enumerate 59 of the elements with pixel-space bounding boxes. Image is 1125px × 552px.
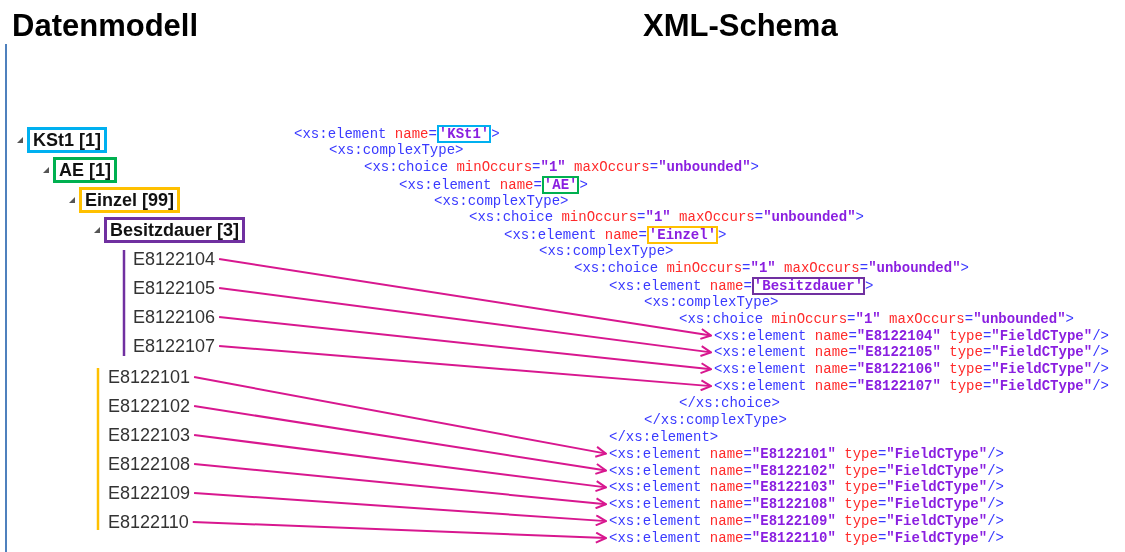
tree-item: E8122102: [108, 395, 191, 417]
tree-item: E8122105: [133, 277, 216, 299]
arrow: [218, 316, 712, 375]
code-text: <xs:complexType>: [644, 293, 779, 310]
heading: XML-Schema: [643, 8, 838, 44]
arrow: [218, 287, 712, 358]
tree-item: E8122107: [133, 335, 216, 357]
code-text: <xs:choice minOccurs="1" maxOccurs="unbounded">: [364, 158, 759, 175]
tree-item: E8122109: [108, 482, 191, 504]
code-text: >: [491, 126, 500, 142]
highlighted-tree-item: KSt1 [1]: [27, 127, 107, 153]
tree-item: E8122101: [108, 366, 191, 388]
tree-item: E8122108: [108, 453, 191, 475]
code-text: <xs:element name=: [609, 277, 752, 294]
heading: Datenmodell: [12, 8, 199, 44]
arrow: [218, 345, 712, 392]
code-text: </xs:choice>: [679, 395, 780, 411]
code-text: <xs:element name=: [399, 176, 542, 193]
code-text: >: [865, 277, 874, 294]
code-line: <xs:element name="E8122102" type="FieldCType"/>: [609, 462, 1004, 479]
highlighted-name: 'AE': [541, 175, 580, 194]
highlighted-tree-item: Besitzdauer [3]: [104, 217, 246, 243]
code-line: <xs:element name="E8122108" type="FieldCType"/>: [609, 496, 1004, 513]
code-line: <xs:element name="E8122106" type="FieldCType"/>: [714, 361, 1109, 378]
code-text: </xs:element>: [609, 428, 719, 445]
code-text: <xs:choice minOccurs="1" maxOccurs="unbounded">: [574, 260, 969, 276]
arrow: [193, 434, 607, 493]
code-line: <xs:element name="E8122101" type="FieldCType"/>: [609, 445, 1004, 462]
code-line: <xs:element name="E8122103" type="FieldCType"/>: [609, 479, 1004, 496]
code-line: <xs:element name="E8122110" type="FieldCType"/>: [609, 530, 1004, 546]
code-line: <xs:element name="E8122105" type="FieldCType"/>: [714, 344, 1109, 361]
highlighted-name: 'Einzel': [646, 226, 719, 245]
highlighted-name: 'KSt1': [436, 125, 492, 143]
arrow: [193, 376, 607, 458]
code-line: <xs:element name="E8122107" type="FieldCType"/>: [714, 378, 1109, 395]
highlighted-tree-item: AE [1]: [53, 157, 117, 183]
arrow: [193, 492, 607, 527]
code-text: <xs:element name=: [294, 126, 437, 142]
tree-item: E8122110: [108, 511, 189, 533]
tree-item: E8122103: [108, 424, 191, 446]
code-text: >: [579, 176, 588, 193]
code-text: <xs:complexType>: [329, 141, 464, 158]
arrow: [191, 521, 607, 544]
code-text: <xs:complexType>: [539, 243, 674, 260]
code-line: <xs:element name="E8122104" type="FieldCType"/>: [714, 327, 1109, 344]
code-text: <xs:choice minOccurs="1" maxOccurs="unbounded">: [469, 209, 864, 226]
code-text: <xs:choice minOccurs="1" maxOccurs="unbounded">: [679, 310, 1074, 327]
code-text: </xs:complexType>: [644, 411, 787, 428]
arrow: [218, 258, 712, 340]
highlighted-tree-item: Einzel [99]: [79, 187, 181, 213]
tree-item: E8122104: [133, 248, 216, 270]
arrow: [193, 463, 607, 510]
tree-item: E8122106: [133, 306, 216, 328]
arrow: [193, 405, 607, 475]
code-text: >: [718, 227, 727, 244]
code-line: <xs:element name="E8122109" type="FieldCType"/>: [609, 513, 1004, 530]
code-text: <xs:element name=: [504, 227, 647, 244]
code-text: <xs:complexType>: [434, 192, 569, 209]
highlighted-name: 'Besitzdauer': [751, 276, 866, 295]
